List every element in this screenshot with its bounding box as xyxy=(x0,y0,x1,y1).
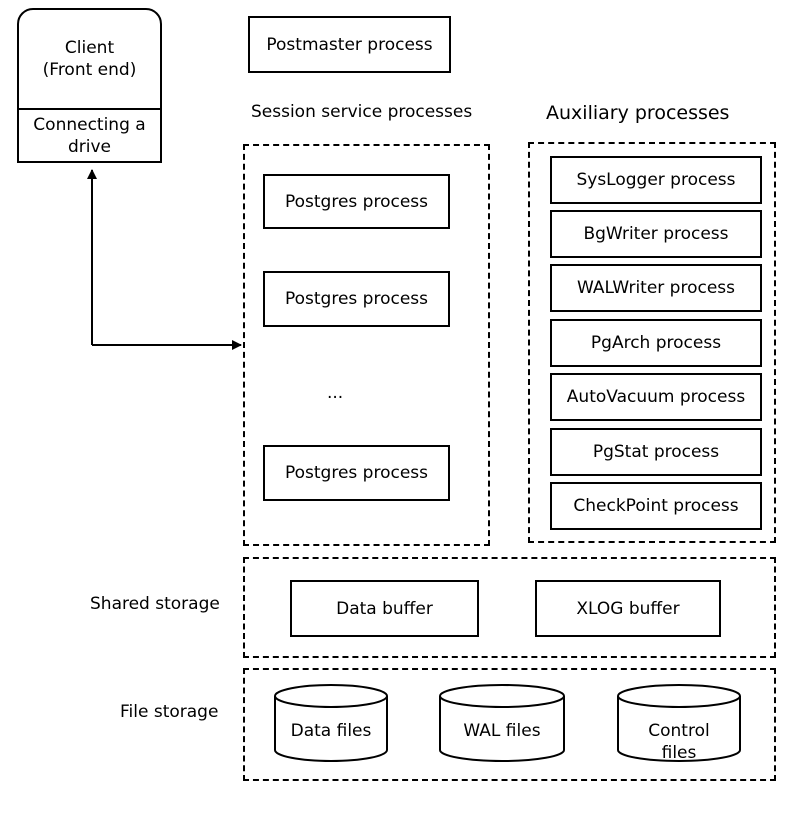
control-files-label-line2: files xyxy=(661,743,697,763)
shared-storage-container xyxy=(243,557,776,658)
postgres-process-3-label: Postgres process xyxy=(284,463,429,483)
data-files-label-line1: Data files xyxy=(290,721,372,741)
data-files-cylinder xyxy=(274,684,388,762)
shared-storage-label: Shared storage xyxy=(90,594,220,614)
wal-files-label-line1: WAL files xyxy=(463,721,541,741)
session-heading: Session service processes xyxy=(251,102,473,122)
client-block: Client (Front end) Connecting a drive xyxy=(17,8,162,163)
file-storage-container xyxy=(243,668,776,781)
autovacuum-label: AutoVacuum process xyxy=(566,387,746,407)
pgstat-label: PgStat process xyxy=(592,442,720,462)
postgres-process-2-label: Postgres process xyxy=(284,289,429,309)
file-storage-label: File storage xyxy=(120,702,219,722)
bgwriter-label: BgWriter process xyxy=(583,224,729,244)
auxiliary-heading: Auxiliary processes xyxy=(546,102,730,124)
checkpoint-process: CheckPoint process xyxy=(550,482,762,530)
pgstat-process: PgStat process xyxy=(550,428,762,476)
checkpoint-label: CheckPoint process xyxy=(573,496,739,516)
postgres-process-3: Postgres process xyxy=(263,445,450,501)
session-ellipsis: ... xyxy=(327,383,344,403)
data-files-label: Data files xyxy=(275,720,387,742)
client-connection: Connecting a drive xyxy=(19,110,160,161)
control-files-label-line1: Control xyxy=(648,721,710,741)
client-header: Client (Front end) xyxy=(19,10,160,110)
client-title: Client xyxy=(64,38,115,58)
walwriter-process: WALWriter process xyxy=(550,264,762,312)
xlog-buffer: XLOG buffer xyxy=(535,580,721,637)
control-files-cylinder xyxy=(617,684,741,762)
walwriter-label: WALWriter process xyxy=(576,278,736,298)
client-connection-line1: Connecting a xyxy=(33,114,146,135)
wal-files-cylinder xyxy=(439,684,565,762)
bgwriter-process: BgWriter process xyxy=(550,210,762,258)
syslogger-process: SysLogger process xyxy=(550,156,762,204)
postgres-process-1: Postgres process xyxy=(263,174,450,229)
client-connection-line2: drive xyxy=(67,136,112,157)
postmaster-label: Postmaster process xyxy=(266,34,433,55)
pgarch-label: PgArch process xyxy=(590,333,722,353)
postgres-process-1-label: Postgres process xyxy=(284,191,429,212)
postmaster-process: Postmaster process xyxy=(248,16,451,73)
auxiliary-processes-container xyxy=(528,142,776,543)
postgres-process-2: Postgres process xyxy=(263,271,450,327)
wal-files-label: WAL files xyxy=(440,720,564,742)
data-buffer: Data buffer xyxy=(290,580,479,637)
control-files-label: Control files xyxy=(618,720,740,764)
client-subtitle: (Front end) xyxy=(42,60,137,80)
data-buffer-label: Data buffer xyxy=(336,598,433,619)
xlog-buffer-label: XLOG buffer xyxy=(576,598,680,619)
pgarch-process: PgArch process xyxy=(550,319,762,367)
syslogger-label: SysLogger process xyxy=(576,170,736,190)
session-processes-container xyxy=(243,144,490,546)
autovacuum-process: AutoVacuum process xyxy=(550,373,762,421)
